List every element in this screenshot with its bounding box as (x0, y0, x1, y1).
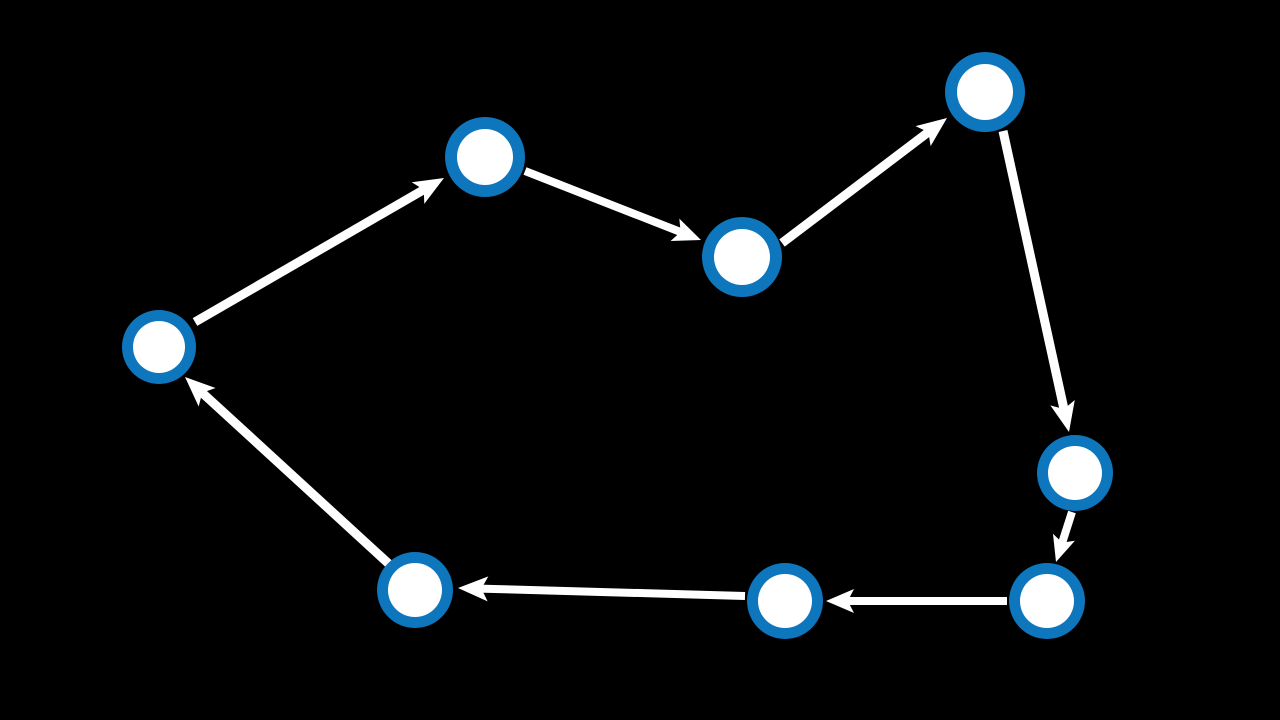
graph-edge-n5-to-n6[interactable] (1052, 510, 1076, 562)
arrowhead-icon (411, 178, 444, 204)
graph-edge-n6-to-n7[interactable] (826, 589, 1007, 613)
node-fill (133, 321, 185, 373)
arrowhead-icon (458, 576, 489, 602)
graph-edge-n7-to-n8[interactable] (458, 576, 746, 602)
graph-node-n8[interactable] (377, 552, 453, 628)
edge-shaft (194, 384, 393, 568)
graph-node-n6[interactable] (1009, 563, 1085, 639)
edge-shaft (523, 167, 689, 239)
graph-node-n1[interactable] (122, 310, 196, 384)
edge-shaft (1056, 510, 1076, 550)
edge-shaft (192, 182, 432, 326)
node-fill (1048, 446, 1102, 500)
arrowhead-icon (1052, 533, 1075, 562)
arrowhead-icon (915, 118, 947, 147)
edge-shaft (779, 124, 937, 247)
node-fill (457, 129, 513, 185)
graph-node-n2[interactable] (445, 117, 525, 197)
arrowhead-icon (1050, 400, 1075, 432)
nodes-layer (122, 52, 1113, 639)
edges-layer (185, 118, 1076, 613)
graph-edge-n2-to-n3[interactable] (523, 167, 701, 241)
graph-edge-n1-to-n2[interactable] (192, 178, 444, 326)
edge-shaft (998, 130, 1070, 417)
graph-node-n5[interactable] (1037, 435, 1113, 511)
node-fill (388, 563, 442, 617)
arrowhead-icon (670, 218, 701, 241)
graph-edge-n4-to-n5[interactable] (998, 130, 1075, 432)
node-fill (714, 229, 770, 285)
graph-node-n4[interactable] (945, 52, 1025, 132)
node-fill (758, 574, 812, 628)
node-fill (957, 64, 1013, 120)
graph-node-n7[interactable] (747, 563, 823, 639)
graph-edge-n3-to-n4[interactable] (779, 118, 947, 247)
graph-edge-n8-to-n1[interactable] (185, 377, 393, 568)
arrowhead-icon (185, 377, 216, 407)
graph-node-n3[interactable] (702, 217, 782, 297)
edge-shaft (474, 584, 746, 600)
arrowhead-icon (826, 589, 854, 613)
node-fill (1020, 574, 1074, 628)
